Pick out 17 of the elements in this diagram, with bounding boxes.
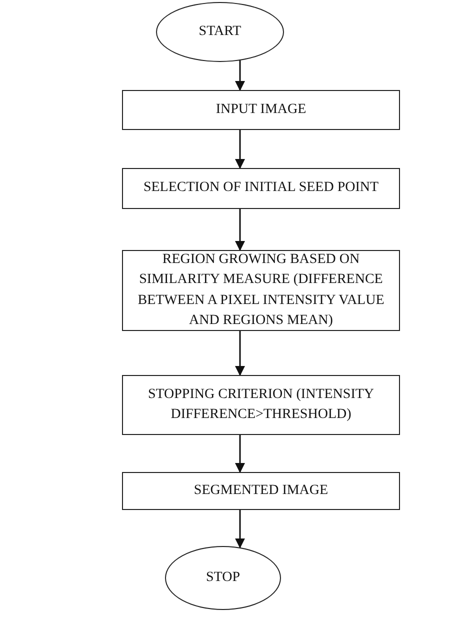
node-label: STOPPING CRITERION (INTENSITY DIFFERENCE>THRESHOLD) [146, 386, 376, 424]
arrow [235, 209, 245, 251]
node-label: START [198, 22, 242, 41]
node-label: INPUT IMAGE [216, 100, 306, 119]
arrow [235, 510, 245, 548]
process-box [122, 168, 400, 209]
process-box [122, 472, 400, 510]
arrow [235, 130, 245, 169]
node-label: SEGMENTED IMAGE [194, 482, 328, 500]
process-box [122, 90, 400, 130]
node-label: REGION GROWING BASED ON SIMILARITY MEASURE (DIFFERENCE BETWEEN A PIXEL INTENSITY VALUE AND REGIONS MEAN) [136, 250, 386, 330]
arrow [235, 60, 245, 91]
node-label: SELECTION OF INITIAL SEED POINT [143, 179, 379, 198]
arrow [235, 435, 245, 473]
arrow [235, 331, 245, 376]
process-box [122, 375, 400, 435]
node-label: STOP [206, 568, 240, 587]
